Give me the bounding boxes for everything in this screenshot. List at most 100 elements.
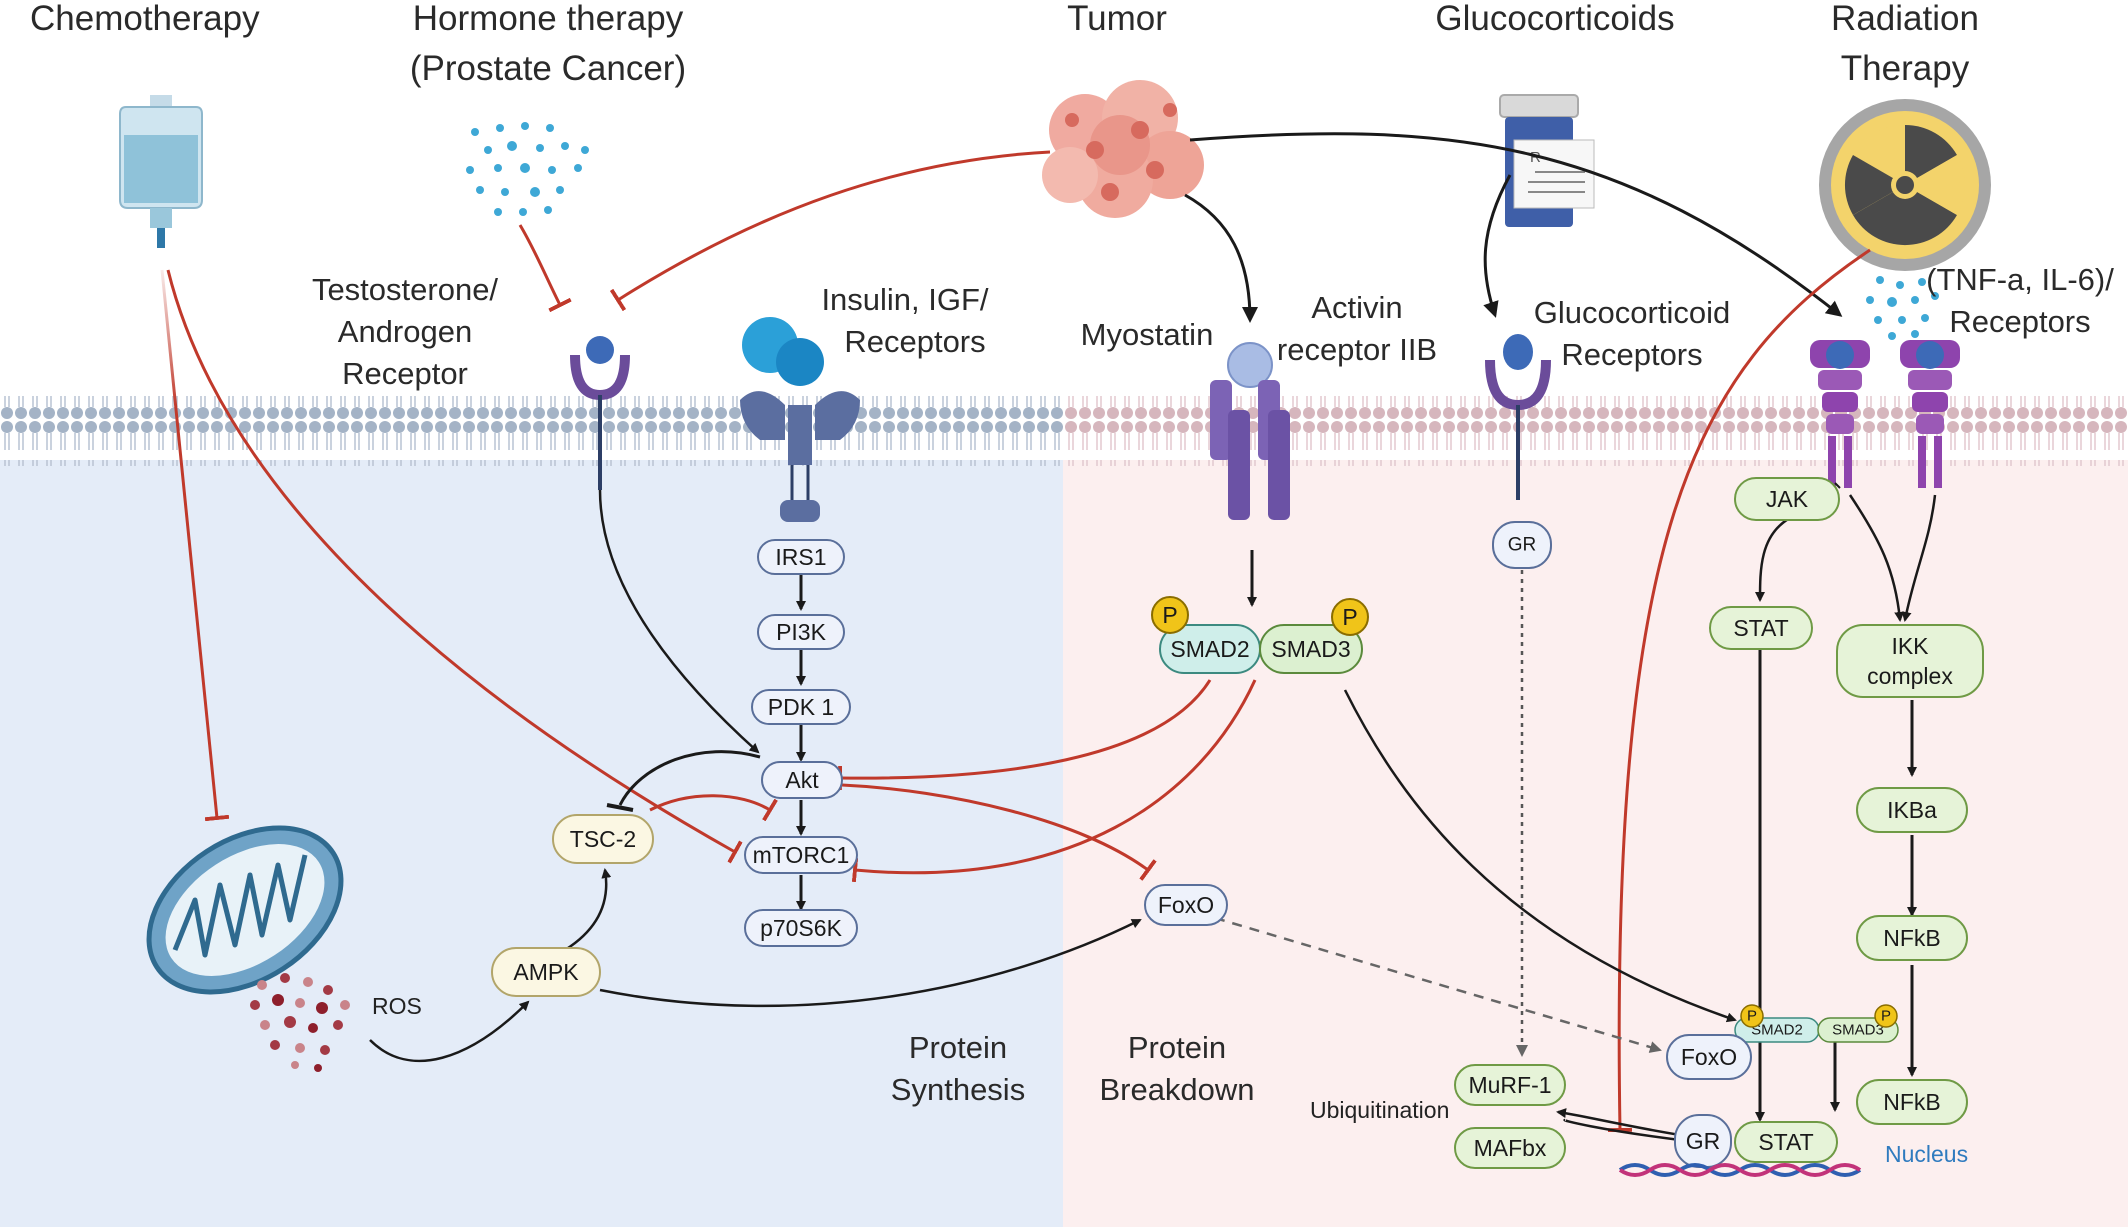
activin-receptor-label: receptor IIB <box>1277 332 1437 367</box>
pdk1-label: PDK 1 <box>768 694 834 720</box>
smad3-phospho-label: P <box>1342 604 1357 630</box>
cytokine-receptor-icon-2 <box>1900 340 1960 488</box>
mafbx-node: MAFbx <box>1454 1127 1566 1169</box>
nfkb-node: NFkB <box>1856 915 1968 961</box>
nuclear-stat-node: STAT <box>1734 1121 1838 1163</box>
header-glucocorticoids: Glucocorticoids <box>1435 0 1674 38</box>
ampk-node: AMPK <box>491 947 601 997</box>
dna-helix-icon <box>1618 1163 1862 1177</box>
activin-label: Activin <box>1311 290 1402 325</box>
smad-to-akt-inhibit <box>837 679 1212 791</box>
nuclear-foxo-node: FoxO <box>1666 1034 1752 1080</box>
protein-breakdown-label-2: Breakdown <box>1099 1072 1254 1107</box>
smad2-phospho: P <box>1151 596 1189 634</box>
nuclear-foxo-label: FoxO <box>1681 1044 1737 1070</box>
murf1-node: MuRF-1 <box>1454 1064 1566 1106</box>
tumor-to-androgen-inhibit <box>609 150 1051 312</box>
foxo-node: FoxO <box>1144 884 1228 926</box>
nuclear-smad3-phospho-label: P <box>1881 1008 1891 1025</box>
ampk-to-foxo-arrow <box>599 918 1142 1008</box>
hormone-to-androgen-inhibit <box>518 224 572 313</box>
smad-to-mtorc1-inhibit <box>851 679 1257 883</box>
smad3-label: SMAD3 <box>1271 636 1350 662</box>
ampk-to-tsc2-arrow <box>559 868 612 955</box>
nuclear-smad2-phospho: P <box>1740 1004 1764 1028</box>
smad3-node: SMAD3 <box>1259 624 1363 674</box>
nuclear-smad3-phospho: P <box>1874 1004 1898 1028</box>
testosterone-label: Testosterone/ <box>312 272 498 307</box>
pi3k-node: PI3K <box>757 614 845 650</box>
ikk-label: IKK <box>1891 633 1929 659</box>
chemo-to-mtorc1-inhibit <box>166 269 743 864</box>
jak-to-stat-arrow <box>1755 516 1791 602</box>
gluco-to-receptor-arrow <box>1483 174 1512 318</box>
tumor-to-activin-arrow <box>1184 193 1258 323</box>
irs1-label: IRS1 <box>775 544 826 570</box>
hormone-particles-icon <box>466 122 589 216</box>
header-hormone-therapy-sub: (Prostate Cancer) <box>410 49 686 88</box>
ikba-label: IKBa <box>1887 797 1937 823</box>
nfkb-label: NFkB <box>1883 925 1941 951</box>
tumor-to-cytokine-arrow <box>1189 132 1843 317</box>
ampk-label: AMPK <box>513 959 579 985</box>
nuclear-gr-node: GR <box>1674 1114 1732 1168</box>
header-chemotherapy: Chemotherapy <box>30 0 260 38</box>
pill-bottle-icon: R <box>1499 94 1595 227</box>
stat-label: STAT <box>1733 615 1788 641</box>
ros-to-ampk-arrow <box>369 1000 530 1063</box>
jak-node: JAK <box>1734 477 1840 521</box>
chemo-to-mitochondria-inhibit <box>160 269 230 822</box>
foxo-label: FoxO <box>1158 892 1214 918</box>
cytokine-receptor-icon-1 <box>1810 340 1870 488</box>
smad2-label: SMAD2 <box>1170 636 1249 662</box>
myostatin-label: Myostatin <box>1081 317 1214 352</box>
pdk1-node: PDK 1 <box>751 689 851 725</box>
p70s6k-node: p70S6K <box>744 909 858 947</box>
protein-synthesis-region <box>0 460 1063 1227</box>
androgen-to-akt-arrow <box>598 489 760 754</box>
activin-receptor-icon <box>1210 342 1290 520</box>
receptor-label: Receptor <box>342 356 468 391</box>
akt-to-tsc2-inhibit <box>618 750 761 806</box>
nucleus-to-murf-arrow <box>1556 1108 1681 1137</box>
p70s6k-label: p70S6K <box>760 915 843 941</box>
mtorc1-node: mTORC1 <box>744 836 858 874</box>
ubiquitination-label: Ubiquitination <box>1310 1097 1449 1123</box>
header-hormone-therapy: Hormone therapy <box>413 0 684 38</box>
rx-label: R <box>1530 149 1541 166</box>
glucocorticoid-receptors-label: Receptors <box>1561 337 1702 372</box>
irs1-node: IRS1 <box>757 539 845 575</box>
akt-to-tsc2-tbar <box>606 803 634 812</box>
nfkb-nucleus-node: NFkB <box>1856 1079 1968 1125</box>
akt-label: Akt <box>785 767 819 793</box>
header-tumor: Tumor <box>1067 0 1167 38</box>
protein-synthesis-label-2: Synthesis <box>891 1072 1025 1107</box>
mitochondrion-icon <box>146 825 344 995</box>
receptor2-to-ikk-arrow <box>1901 494 1937 622</box>
tsc2-node: TSC-2 <box>552 814 654 864</box>
ikk-complex-label: complex <box>1867 663 1953 689</box>
nucleus-label: Nucleus <box>1885 1141 1968 1167</box>
radiation-icon <box>1819 99 1991 271</box>
cytokine-particles-icon <box>1866 276 1939 340</box>
mtorc1-label: mTORC1 <box>753 842 850 868</box>
ikk-complex-node: IKK complex <box>1836 624 1984 698</box>
smad-to-nucleus-arrow <box>1343 689 1737 1023</box>
glucocorticoid-receptor-icon <box>1485 334 1551 500</box>
stat-node: STAT <box>1709 606 1813 650</box>
nuclear-smad3-node: SMAD3 <box>1817 1017 1899 1043</box>
ros-label: ROS <box>372 993 422 1019</box>
tsc2-label: TSC-2 <box>570 826 636 852</box>
protein-breakdown-label-1: Protein <box>1128 1030 1226 1065</box>
nuclear-smad2-label: SMAD2 <box>1751 1022 1803 1039</box>
receptor1-to-ikk-arrow <box>1848 494 1905 622</box>
gr-node: GR <box>1492 521 1552 569</box>
smad3-phospho: P <box>1331 598 1369 636</box>
glucocorticoid-label: Glucocorticoid <box>1534 295 1730 330</box>
akt-to-foxo-inhibit <box>841 783 1157 881</box>
nuclear-stat-label: STAT <box>1758 1129 1813 1155</box>
akt-node: Akt <box>761 761 843 799</box>
radiation-to-dna-inhibit <box>1607 248 1871 1133</box>
insulin-receptors-label: Receptors <box>844 324 985 359</box>
